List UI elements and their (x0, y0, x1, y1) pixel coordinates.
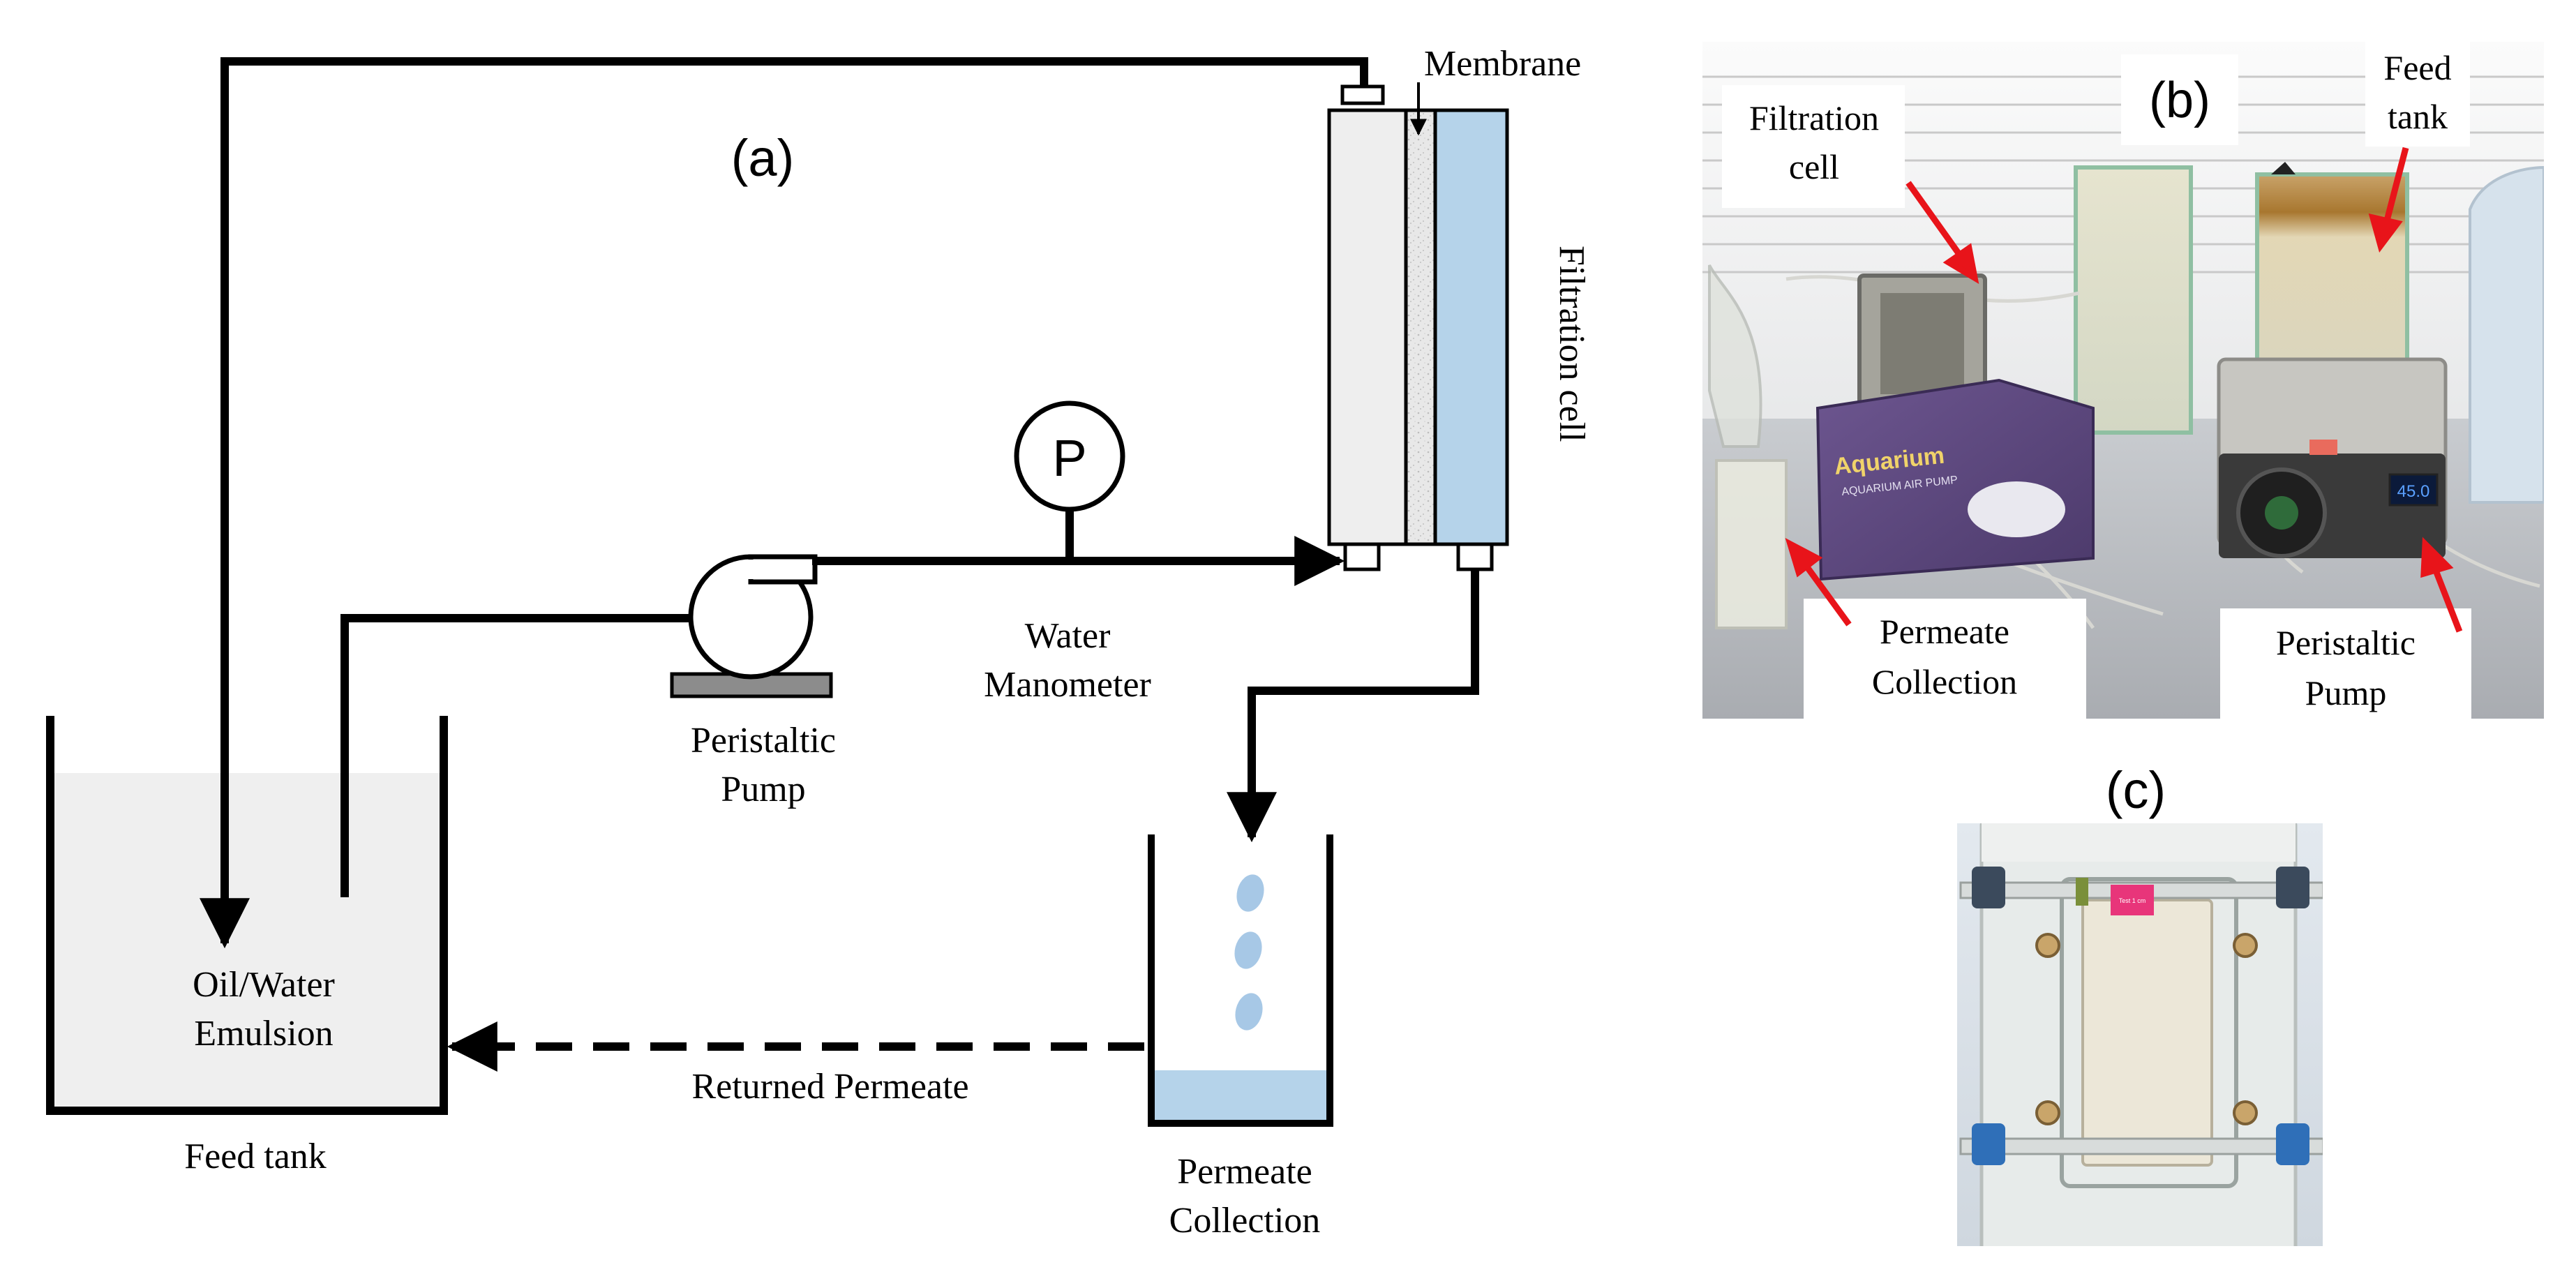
peristaltic-pump: Peristaltic Pump (670, 554, 836, 809)
panel-b-label: (b) (2149, 73, 2210, 128)
photo-label-filtration-cell-line2: cell (1789, 147, 1839, 186)
red-arrow-filtration-cell (1905, 181, 1965, 260)
membrane (1404, 108, 1437, 546)
manometer-label-line2: Manometer (984, 665, 1151, 705)
photo-label-peristaltic-pump-line1: Peristaltic (2276, 623, 2416, 662)
pressure-gauge-symbol: P (1052, 429, 1086, 487)
water-bottle (2469, 165, 2544, 504)
photo-label-peristaltic-pump-line2: Pump (2305, 673, 2387, 712)
pump-outlet (748, 554, 818, 585)
manometer-label-line1: Water (1025, 616, 1111, 656)
suction-line (340, 614, 698, 897)
cell-photo-sticker-text: Test 1 cm (2119, 897, 2146, 904)
photo-panel-c: (c) Tes (1957, 761, 2323, 1246)
photo-label-feed-tank-line1: Feed (2383, 48, 2451, 87)
pump-display-value: 45.0 (2397, 482, 2430, 501)
photo-panel-b: Aquarium AQUARIUM AIR PUMP 45.0 Filtrati… (1702, 42, 2544, 719)
cell-photo-fittings (1972, 867, 2309, 1165)
returned-permeate-label: Returned Permeate (691, 1067, 968, 1107)
photo-label-feed-tank-line2: tank (2388, 97, 2448, 136)
pump-label-line2: Pump (721, 770, 805, 809)
feed-tank-contents-line1: Oil/Water (193, 965, 335, 1005)
permeate-liquid (1153, 1070, 1330, 1122)
cell-feed-port (1343, 542, 1381, 571)
permeate-drop-3 (1235, 993, 1263, 1031)
cell-photo-sticker (2111, 885, 2154, 915)
schematic-panel-a: (a) Oil/Water Emulsion Feed tank Perista… (46, 44, 1592, 1241)
red-arrow-feed-tank (2383, 147, 2409, 225)
cell-feed-side (1327, 108, 1408, 546)
cell-permeate-side (1433, 108, 1509, 546)
feed-tank-photo (2255, 172, 2409, 386)
red-arrow-peristaltic-pump (2432, 567, 2463, 633)
red-arrow-permeate-collection (1803, 563, 1852, 627)
permeate-collection: Permeate Collection (1148, 834, 1333, 1241)
photo-label-permeate-collection-line2: Collection (1872, 662, 2017, 701)
permeate-line (1227, 569, 1479, 843)
photo-b-image: Aquarium AQUARIUM AIR PUMP 45.0 Filtrati… (1702, 42, 2544, 719)
panel-c-label: (c) (2106, 761, 2166, 819)
filtration-cell-label: Filtration cell (1552, 246, 1592, 442)
photo-label-filtration-cell-line1: Filtration (1749, 98, 1879, 137)
red-arrows (1785, 147, 2463, 633)
pump-label-line1: Peristaltic (691, 721, 836, 761)
panel-a-label: (a) (731, 129, 794, 187)
membrane-label: Membrane (1424, 44, 1581, 84)
label-box-feed-tank (2365, 42, 2470, 147)
manometer-dial (1014, 400, 1125, 512)
label-box-permeate-collection (1804, 599, 2086, 719)
photo-label-permeate-collection-line1: Permeate (1880, 612, 2009, 651)
cell-top-port (1340, 84, 1385, 105)
photo-c-image: Test 1 cm (1957, 823, 2323, 1246)
return-line (200, 57, 1368, 949)
feed-tank: Oil/Water Emulsion Feed tank (46, 716, 448, 1176)
cell-photo-membrane (2081, 899, 2213, 1167)
collection-label-line1: Permeate (1177, 1152, 1312, 1192)
permeate-drop-1 (1236, 874, 1264, 912)
feed-tank-liquid (50, 773, 441, 1111)
collection-label-line2: Collection (1169, 1201, 1321, 1241)
cell-permeate-port (1456, 542, 1494, 571)
label-box-panel-b (2121, 54, 2238, 145)
water-manometer: P Water Manometer (984, 400, 1151, 705)
label-box-filtration-cell (1722, 85, 1905, 208)
label-box-peristaltic-pump (2220, 608, 2471, 719)
pump-display-photo (2388, 473, 2439, 507)
permeate-beaker-photo (1715, 459, 1788, 629)
collection-beaker (1148, 834, 1333, 1127)
feed-tank-walls (46, 716, 448, 1115)
feed-tank-contents-line2: Emulsion (194, 1014, 333, 1054)
cell-photo-gasket (2060, 877, 2238, 1188)
permeate-drop-2 (1234, 931, 1262, 969)
feed-tank-label: Feed tank (184, 1137, 327, 1176)
filtration-cell: Membrane Filtration cell (1327, 44, 1592, 571)
water-tank-photo (2074, 165, 2193, 435)
